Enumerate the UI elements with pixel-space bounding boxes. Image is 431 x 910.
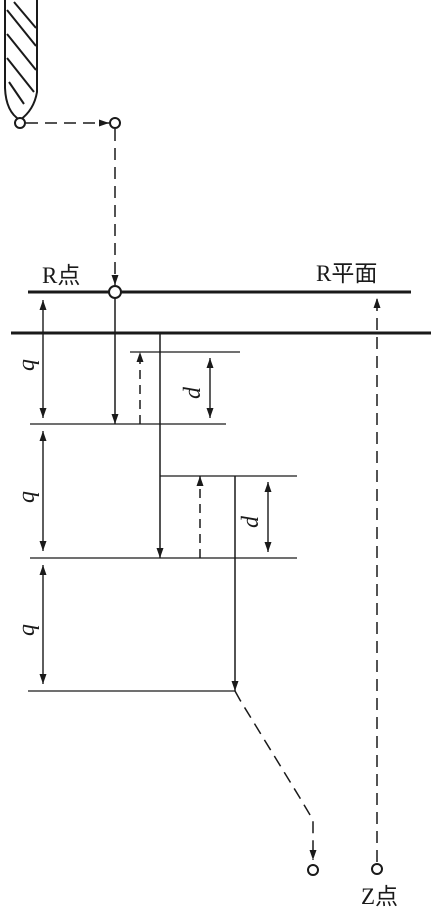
retract-final-path bbox=[234, 690, 317, 860]
z-point-label: Z点 bbox=[361, 884, 398, 909]
q-label-2: q bbox=[14, 491, 40, 503]
q-label-3: q bbox=[14, 624, 40, 636]
final-point-marker bbox=[307, 864, 319, 876]
q-label-1: q bbox=[14, 359, 40, 371]
d-label-2: d bbox=[238, 515, 264, 528]
r-point-marker bbox=[108, 285, 122, 299]
depth-extension-lines bbox=[28, 351, 297, 692]
start-point-marker bbox=[14, 117, 26, 129]
initial-point-marker bbox=[109, 117, 121, 129]
drill-bit-icon bbox=[4, 0, 38, 122]
r-plane-label: R平面 bbox=[316, 261, 377, 286]
d-label-1: d bbox=[180, 386, 206, 399]
dimension-d bbox=[206, 358, 272, 552]
z-point-marker bbox=[371, 863, 383, 875]
r-point-label: R点 bbox=[42, 263, 80, 288]
